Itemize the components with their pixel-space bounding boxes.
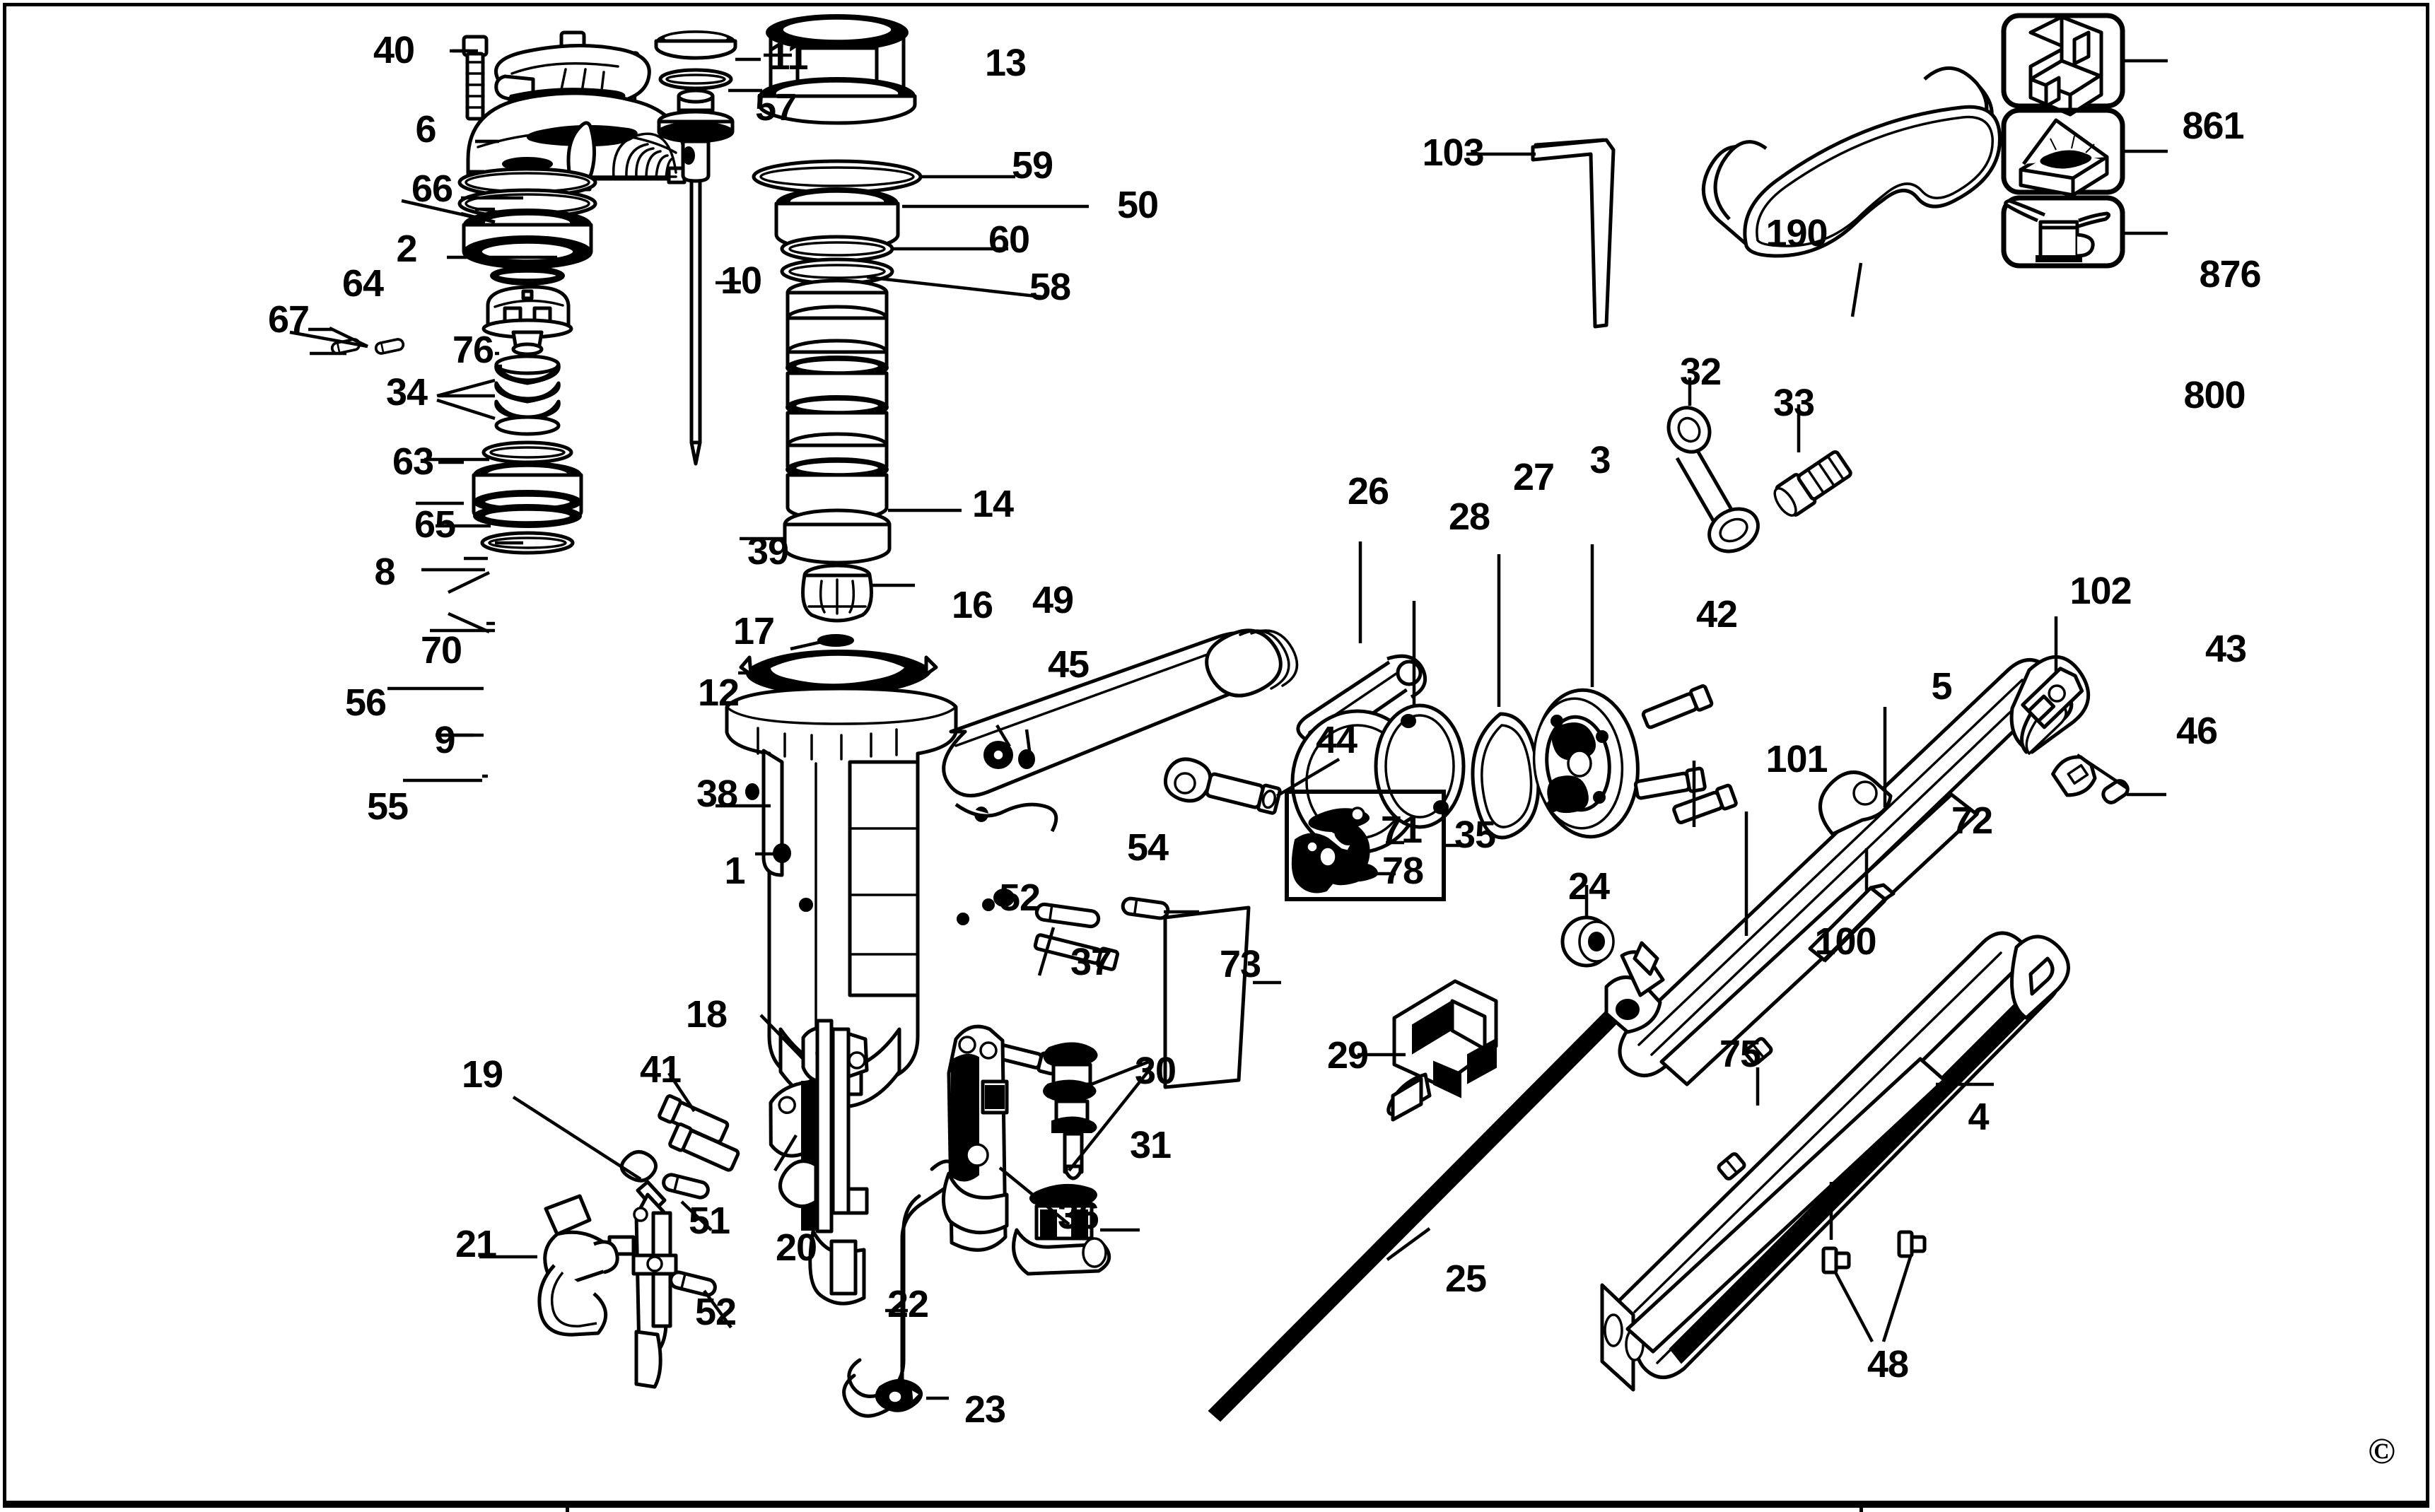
callout-12: 12 [697, 672, 740, 714]
callout-63: 63 [392, 440, 434, 483]
callout-17: 17 [732, 610, 775, 652]
callout-24: 24 [1567, 865, 1610, 908]
callout-41: 41 [639, 1048, 682, 1091]
callout-78: 78 [1382, 850, 1424, 892]
callout-64: 64 [341, 262, 384, 305]
callout-57: 57 [754, 86, 797, 129]
callout-52: 52 [694, 1291, 737, 1333]
callout-54: 54 [1126, 826, 1169, 869]
callout-75: 75 [1719, 1033, 1761, 1075]
callout-35: 35 [1454, 814, 1496, 856]
callout-103: 103 [1422, 131, 1484, 174]
callout-29: 29 [1326, 1034, 1369, 1077]
callout-43: 43 [2205, 628, 2247, 670]
callout-38: 38 [696, 773, 738, 815]
callout-28: 28 [1448, 496, 1490, 538]
callout-14: 14 [971, 483, 1014, 525]
callout-46: 46 [2176, 710, 2218, 752]
callout-3: 3 [1589, 439, 1611, 481]
callout-10: 10 [720, 259, 762, 302]
callout-60: 60 [988, 218, 1030, 261]
callout-101: 101 [1765, 738, 1828, 780]
callout-6: 6 [415, 108, 436, 151]
callout-37: 37 [1070, 941, 1112, 983]
callout-16: 16 [951, 584, 993, 626]
callout-65: 65 [414, 503, 456, 546]
callout-36: 36 [1057, 1195, 1099, 1237]
callout-39: 39 [747, 530, 789, 573]
callout-13: 13 [984, 42, 1027, 84]
callout-48: 48 [1867, 1343, 1909, 1385]
callout-45: 45 [1047, 643, 1090, 686]
callout-30: 30 [1134, 1050, 1176, 1092]
callout-21: 21 [455, 1223, 497, 1265]
callout-33: 33 [1773, 382, 1815, 424]
title-block-rule [3, 1504, 2429, 1509]
callout-55: 55 [366, 785, 409, 828]
callout-8: 8 [374, 551, 395, 593]
callout-66: 66 [411, 168, 453, 210]
callout-4: 4 [1968, 1096, 1989, 1138]
callout-18: 18 [685, 993, 728, 1036]
callout-25: 25 [1444, 1258, 1487, 1300]
callout-861: 861 [2182, 105, 2244, 147]
callout-70: 70 [420, 629, 462, 672]
callout-23: 23 [964, 1388, 1006, 1431]
callout-22: 22 [887, 1283, 929, 1325]
callout-27: 27 [1512, 456, 1555, 498]
callout-190: 190 [1765, 212, 1828, 254]
callout-800: 800 [2183, 374, 2246, 416]
callout-11: 11 [769, 35, 808, 78]
copyright-mark: © [2368, 1431, 2395, 1472]
callout-5: 5 [1931, 665, 1952, 708]
callout-71: 71 [1380, 809, 1423, 851]
callout-102: 102 [2069, 570, 2132, 612]
callout-20: 20 [775, 1226, 817, 1269]
callout-44: 44 [1315, 719, 1357, 761]
callout-876: 876 [2199, 253, 2261, 295]
callout-50: 50 [1116, 184, 1159, 226]
title-block-divider [566, 1502, 569, 1512]
callout-26: 26 [1347, 470, 1389, 512]
callout-31: 31 [1129, 1124, 1172, 1166]
callout-59: 59 [1011, 144, 1053, 187]
title-block-divider [1859, 1502, 1863, 1512]
callout-34: 34 [385, 371, 428, 414]
callout-1: 1 [724, 850, 745, 892]
callout-52: 52 [998, 877, 1041, 919]
callout-32: 32 [1679, 351, 1722, 393]
callout-40: 40 [373, 29, 415, 71]
callout-100: 100 [1814, 920, 1876, 963]
callout-42: 42 [1695, 593, 1738, 635]
callout-2: 2 [396, 228, 417, 270]
callout-58: 58 [1029, 266, 1071, 308]
callout-19: 19 [461, 1053, 503, 1096]
callout-72: 72 [1951, 799, 1993, 842]
callout-67: 67 [267, 298, 310, 341]
callout-51: 51 [688, 1200, 730, 1242]
callout-56: 56 [344, 681, 387, 724]
callout-9: 9 [434, 719, 455, 761]
callout-49: 49 [1032, 579, 1074, 621]
callout-76: 76 [452, 329, 494, 371]
callout-73: 73 [1219, 943, 1261, 985]
